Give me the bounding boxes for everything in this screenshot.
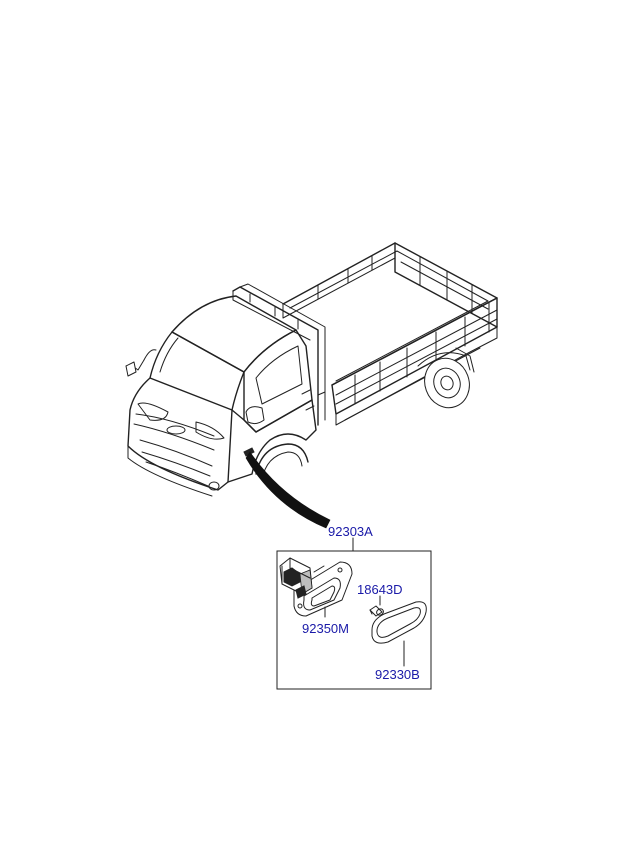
cargo-bed bbox=[282, 242, 498, 426]
exploded-view-frame bbox=[276, 550, 432, 690]
lens-part bbox=[371, 601, 427, 667]
part-label-18643D[interactable]: 18643D bbox=[357, 582, 403, 597]
callout-leader bbox=[245, 451, 331, 529]
part-label-92330B[interactable]: 92330B bbox=[375, 667, 420, 682]
truck-illustration bbox=[125, 242, 498, 529]
rear-wheel bbox=[417, 347, 475, 409]
part-label-92303A[interactable]: 92303A bbox=[328, 524, 373, 539]
bulb-part bbox=[369, 595, 384, 617]
part-label-92350M[interactable]: 92350M bbox=[302, 621, 349, 636]
exploded-view bbox=[276, 537, 432, 690]
cab bbox=[125, 295, 317, 497]
cab-rack bbox=[232, 283, 326, 426]
housing-part bbox=[279, 557, 353, 618]
